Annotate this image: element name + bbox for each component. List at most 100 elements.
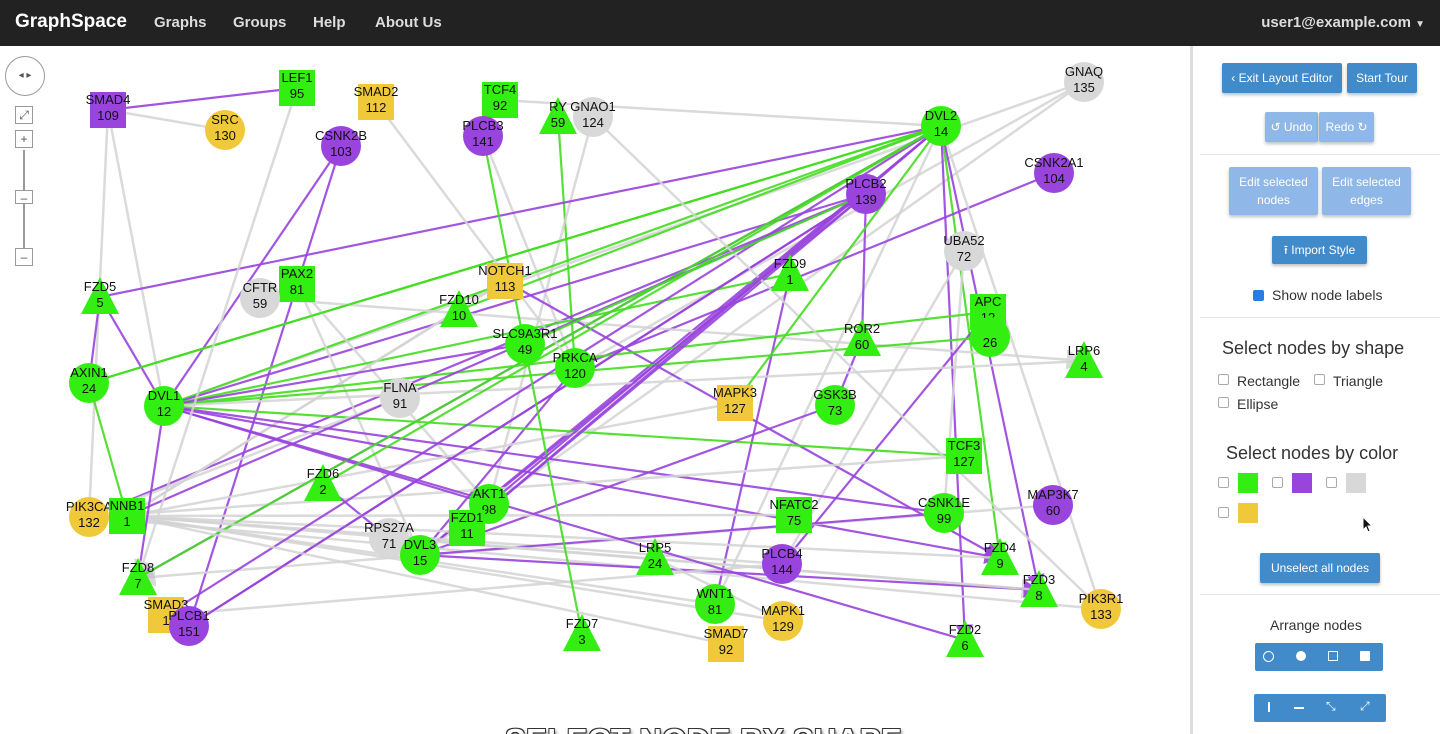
graph-edge[interactable] (86, 396, 401, 521)
user-menu[interactable]: user1@example.com ▼ (1261, 14, 1425, 31)
node-shape[interactable] (717, 385, 753, 421)
graph-edge[interactable] (165, 124, 943, 616)
nav-link-about-us[interactable]: About Us (375, 14, 442, 31)
node-shape[interactable] (815, 385, 855, 425)
graph-edge[interactable] (88, 515, 1104, 618)
color-swatch-gray[interactable] (1346, 473, 1366, 493)
node-shape[interactable] (1065, 341, 1103, 378)
graph-edge[interactable] (136, 403, 171, 579)
node-shape[interactable] (487, 263, 523, 299)
node-shape[interactable] (921, 106, 961, 146)
graph-edge[interactable] (856, 191, 875, 340)
node-shape[interactable] (846, 174, 886, 214)
node-shape[interactable] (946, 438, 982, 474)
zoom-in-button[interactable]: + (15, 130, 33, 148)
node-shape[interactable] (762, 544, 802, 584)
node-shape[interactable] (369, 518, 409, 558)
graph-edge[interactable] (161, 359, 1085, 416)
graph-edge[interactable] (88, 122, 944, 385)
graph-node[interactable]: 26 (970, 317, 1010, 357)
node-shape[interactable] (763, 601, 803, 641)
graph-edge[interactable] (418, 367, 576, 557)
node-shape[interactable] (109, 498, 145, 534)
import-style-button[interactable]: ⭱ Import Style (1272, 236, 1367, 264)
node-shape[interactable] (924, 493, 964, 533)
exit-layout-editor-button[interactable]: ‹ Exit Layout Editor (1222, 63, 1342, 93)
ellipse-checkbox[interactable] (1218, 397, 1229, 408)
arrange-circle-filled-icon[interactable] (1296, 651, 1306, 661)
color-gray-checkbox[interactable] (1326, 477, 1337, 488)
node-shape[interactable] (573, 97, 613, 137)
node-shape[interactable] (1020, 570, 1058, 607)
node-shape[interactable] (90, 92, 126, 128)
graph-edge[interactable] (374, 101, 577, 371)
node-shape[interactable] (1033, 485, 1073, 525)
graph-edge[interactable] (556, 116, 583, 371)
edit-selected-edges-button[interactable]: Edit selected edges (1322, 167, 1411, 215)
expand-icon[interactable]: ⤢ (1360, 699, 1370, 713)
graph-edge[interactable] (592, 116, 1103, 611)
graph-edge[interactable] (124, 508, 784, 623)
node-shape[interactable] (563, 614, 601, 651)
panel-divider[interactable] (1190, 46, 1193, 734)
node-shape[interactable] (1064, 62, 1104, 102)
color-green-checkbox[interactable] (1218, 477, 1229, 488)
graph-edge[interactable] (163, 404, 947, 520)
node-shape[interactable] (1034, 153, 1074, 193)
node-shape[interactable] (279, 266, 315, 302)
graph-edge[interactable] (107, 81, 300, 112)
nav-link-graphs[interactable]: Graphs (154, 14, 207, 31)
zoom-out-button[interactable]: – (15, 248, 33, 266)
graph-edge[interactable] (161, 401, 966, 642)
graph-edge[interactable] (780, 311, 989, 566)
graph-edge[interactable] (524, 192, 869, 346)
color-purple-checkbox[interactable] (1272, 477, 1283, 488)
compress-icon[interactable]: ⤡ (1326, 699, 1336, 713)
graph-edge[interactable] (106, 109, 171, 409)
graph-edge[interactable] (99, 120, 944, 299)
graph-edge[interactable] (133, 87, 299, 581)
node-shape[interactable] (970, 317, 1010, 357)
graph-edge[interactable] (99, 296, 166, 408)
node-shape[interactable] (708, 626, 744, 662)
graph-edge[interactable] (713, 125, 943, 607)
node-shape[interactable] (505, 324, 545, 364)
nav-link-help[interactable]: Help (313, 14, 346, 31)
color-swatch-purple[interactable] (1292, 473, 1312, 493)
edit-selected-nodes-button[interactable]: Edit selected nodes (1229, 167, 1318, 215)
graph-edge[interactable] (780, 250, 966, 567)
node-shape[interactable] (144, 386, 184, 426)
graph-edge[interactable] (939, 125, 1007, 561)
graph-edge[interactable] (458, 123, 944, 312)
graph-edge[interactable] (259, 296, 1087, 370)
node-shape[interactable] (69, 497, 109, 537)
arrange-circle-outline-icon[interactable] (1263, 651, 1274, 662)
horizontal-line-icon[interactable] (1294, 707, 1304, 709)
